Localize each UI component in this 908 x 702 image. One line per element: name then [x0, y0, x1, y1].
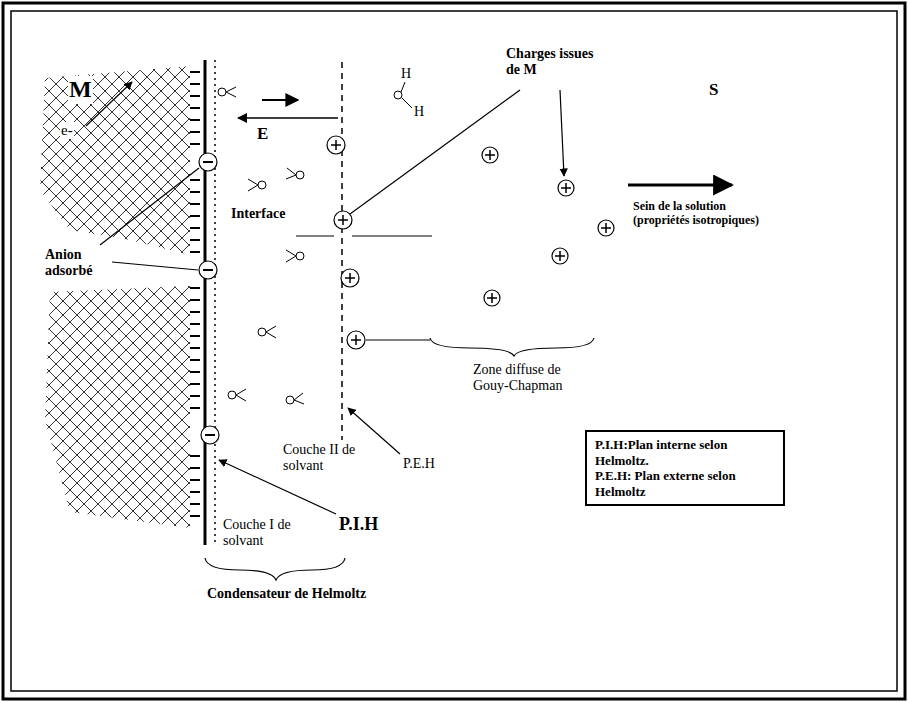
leader-line: [100, 168, 199, 245]
electron-label: e-: [60, 122, 74, 139]
leader-line: [350, 90, 520, 214]
surface-charges: [190, 72, 200, 516]
callout-label: Anion adsorbé: [44, 247, 110, 279]
atom-label: H: [413, 104, 425, 120]
callout-label: Interface: [230, 206, 286, 222]
layer-label: Couche I de solvant: [222, 517, 314, 549]
vector-sign: [262, 99, 298, 101]
leader-line: [112, 262, 198, 270]
field-arrow: [238, 117, 338, 119]
electron-arrow: [86, 82, 132, 126]
peh-plane: [341, 62, 343, 440]
atom-label: H: [400, 66, 412, 82]
callout-label: Charges issues de M: [505, 46, 607, 78]
field-label: E: [256, 124, 269, 144]
region-label: Condensateur de Helmoltz: [206, 586, 367, 602]
adsorbed-anions: [199, 153, 219, 444]
outer-frame: [3, 3, 905, 699]
region-label: S: [708, 80, 719, 100]
region-label: Zone diffuse de Gouy-Chapman: [472, 362, 596, 394]
plus-signs: [331, 140, 611, 345]
metal-hatch: [40, 66, 190, 255]
metal-hatch: [45, 286, 190, 528]
plane-label: P.E.H: [402, 456, 436, 472]
bulk-arrow: [628, 184, 732, 187]
region-label: Sein de la solution (propriétés isotropi…: [632, 200, 766, 228]
interface-line: [204, 60, 207, 545]
inner-frame: [11, 11, 897, 691]
metal-label: M: [68, 76, 93, 104]
plane-label: P.I.H: [338, 514, 379, 535]
legend-text: P.I.H:Plan interne selon Helmoltz.: [595, 437, 775, 468]
leader-arrow: [560, 90, 564, 176]
cations: [327, 136, 614, 349]
legend-box: P.I.H:Plan interne selon Helmoltz.P.E.H:…: [585, 430, 785, 506]
helmholtz-brace: [205, 558, 345, 580]
minus-signs: [203, 162, 215, 435]
interface-marker: [296, 236, 432, 237]
water-molecules: [218, 82, 412, 404]
diffuse-brace: [430, 338, 594, 356]
layer-label: Couche II de solvant: [282, 442, 376, 474]
pih-plane: [214, 60, 216, 545]
legend-text: P.E.H: Plan externe selon Helmoltz: [595, 468, 775, 499]
leader-line: [366, 340, 430, 341]
